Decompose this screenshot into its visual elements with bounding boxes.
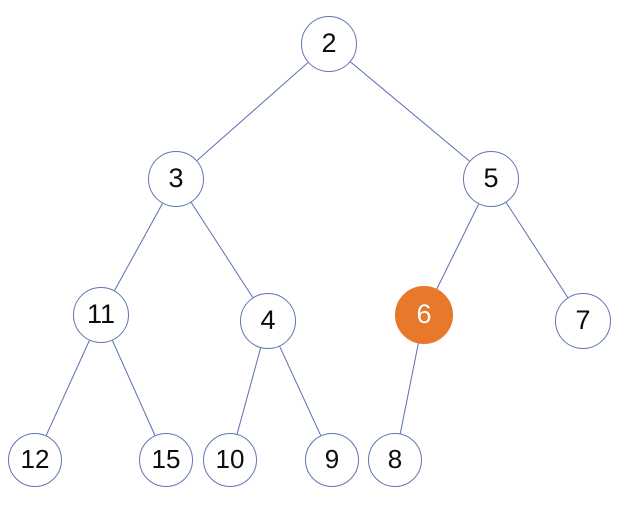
tree-node-label: 12: [20, 444, 50, 474]
tree-edge: [111, 340, 156, 436]
tree-edge: [505, 202, 569, 298]
tree-node-10[interactable]: 10: [203, 433, 257, 487]
tree-node-5[interactable]: 5: [463, 151, 519, 207]
tree-edge: [114, 203, 163, 291]
tree-node-15[interactable]: 15: [139, 433, 193, 487]
tree-node-6[interactable]: 6: [395, 286, 453, 344]
tree-node-label: 10: [215, 444, 245, 474]
tree-edge: [196, 62, 309, 161]
tree-node-label: 2: [321, 27, 337, 58]
tree-node-label: 5: [483, 162, 499, 193]
tree-node-label: 9: [324, 444, 340, 474]
tree-node-label: 4: [260, 304, 276, 335]
tree-node-label: 8: [387, 444, 403, 474]
tree-edge: [236, 347, 262, 435]
tree-edge: [436, 203, 480, 290]
tree-node-label: 7: [575, 304, 591, 335]
tree-node-4[interactable]: 4: [240, 293, 296, 349]
tree-edge: [399, 343, 419, 434]
tree-node-label: 3: [168, 162, 184, 193]
tree-node-2[interactable]: 2: [301, 16, 357, 72]
tree-node-8[interactable]: 8: [368, 433, 422, 487]
tree-node-11[interactable]: 11: [73, 287, 129, 343]
tree-edge: [350, 61, 470, 162]
tree-edge: [190, 202, 254, 298]
tree-node-7[interactable]: 7: [555, 293, 611, 349]
tree-node-label: 6: [416, 298, 432, 329]
tree-node-label: 11: [86, 298, 116, 329]
tree-node-label: 15: [151, 444, 181, 474]
tree-edge: [279, 346, 322, 436]
tree-node-3[interactable]: 3: [148, 151, 204, 207]
tree-node-12[interactable]: 12: [8, 433, 62, 487]
tree-node-9[interactable]: 9: [305, 433, 359, 487]
tree-edge: [45, 340, 90, 436]
